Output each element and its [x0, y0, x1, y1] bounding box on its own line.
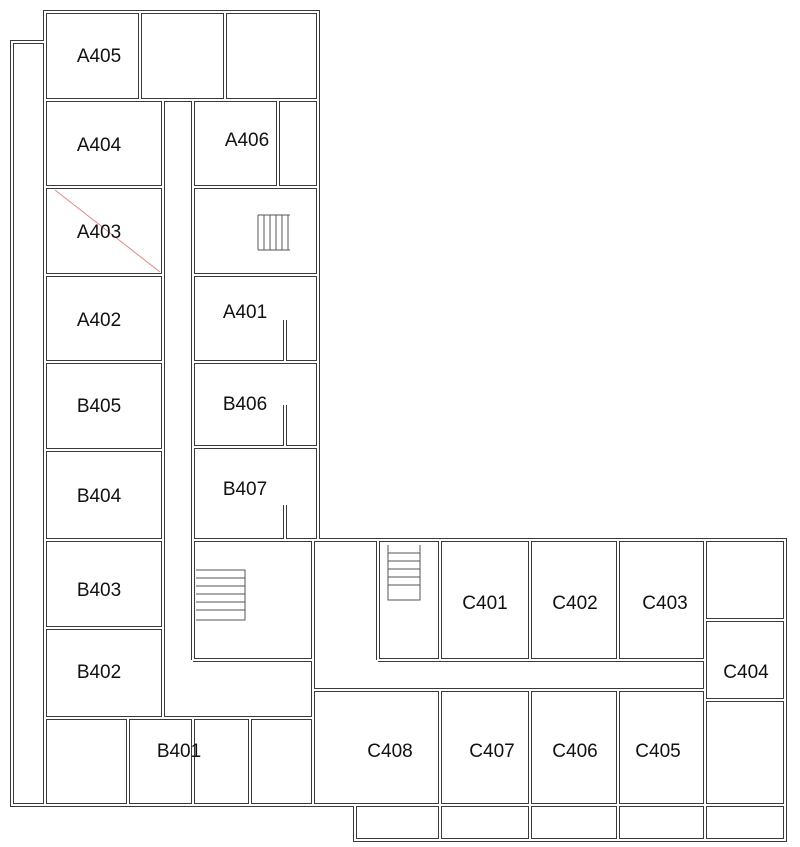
room-c402[interactable]: C402: [552, 593, 597, 614]
room-c406[interactable]: C406: [552, 741, 597, 762]
room-a403[interactable]: A403: [77, 222, 121, 243]
room-c407[interactable]: C407: [469, 741, 514, 762]
room-c403[interactable]: C403: [642, 593, 687, 614]
room-b404[interactable]: B404: [77, 486, 122, 507]
room-a401[interactable]: A401: [223, 302, 267, 323]
room-b401[interactable]: B401: [157, 741, 201, 762]
room-labels: A405 A404 A406 A403 A402 A401 B405 B406 …: [77, 46, 769, 762]
room-a404[interactable]: A404: [77, 135, 122, 156]
room-b407[interactable]: B407: [223, 479, 267, 500]
room-c401[interactable]: C401: [462, 593, 507, 614]
stairs: [54, 189, 421, 621]
room-c405[interactable]: C405: [635, 741, 680, 762]
room-a406[interactable]: A406: [225, 130, 269, 151]
room-a402[interactable]: A402: [77, 310, 121, 331]
room-b402[interactable]: B402: [77, 662, 121, 683]
room-b405[interactable]: B405: [77, 396, 121, 417]
room-c404[interactable]: C404: [723, 662, 769, 683]
walls: [10, 10, 787, 842]
room-b406[interactable]: B406: [223, 394, 267, 415]
room-b403[interactable]: B403: [77, 580, 121, 601]
room-a405[interactable]: A405: [77, 46, 121, 67]
room-c408[interactable]: C408: [367, 741, 412, 762]
